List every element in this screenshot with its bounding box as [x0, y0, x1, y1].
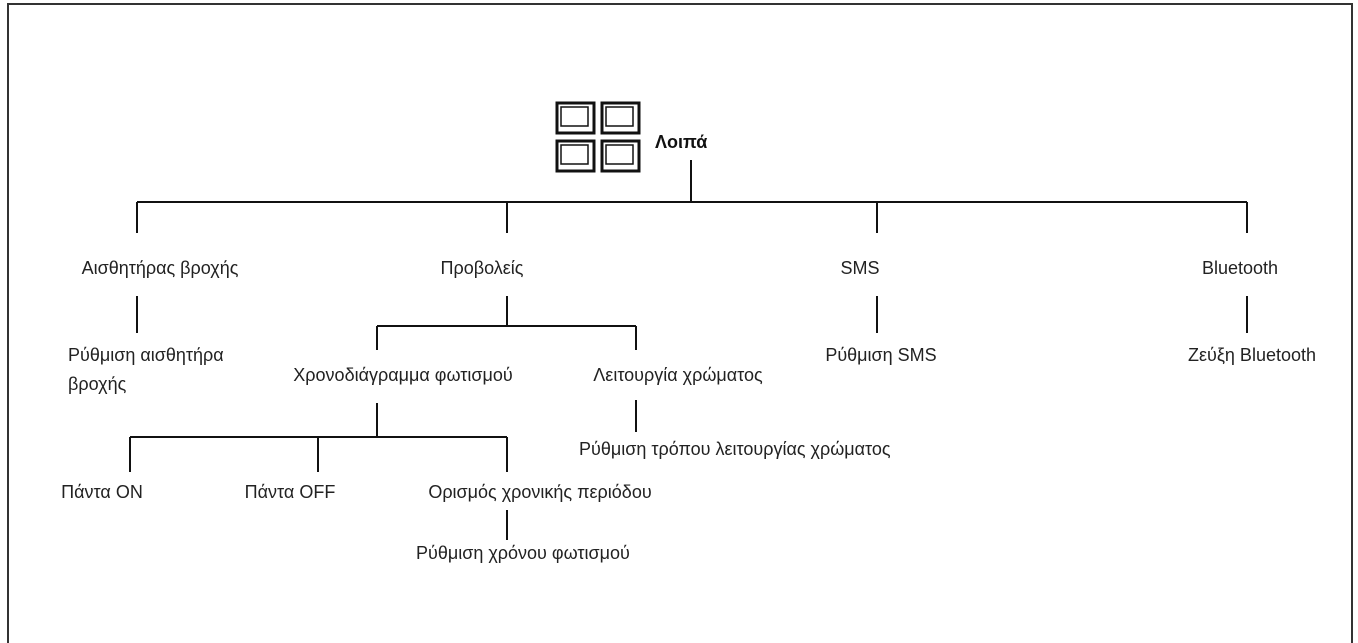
sms-label: SMS — [840, 258, 879, 278]
projectors-label: Προβολείς — [441, 258, 524, 278]
color-mode-label: Λειτουργία χρώματος — [593, 365, 763, 385]
grid-four-squares-icon — [555, 101, 641, 173]
lighting-time-setting-label: Ρύθμιση χρόνου φωτισμού — [416, 543, 630, 563]
always-off-label: Πάντα OFF — [245, 482, 336, 502]
bluetooth-pairing-label: Ζεύξη Bluetooth — [1188, 345, 1316, 365]
always-on-label: Πάντα ON — [61, 482, 143, 502]
root-label: Λοιπά — [655, 132, 707, 152]
icon-square-bottom-left — [555, 139, 596, 173]
diagram-frame — [7, 3, 1353, 643]
time-period-label: Ορισμός χρονικής περιόδου — [428, 482, 651, 502]
sms-setting-label: Ρύθμιση SMS — [825, 345, 936, 365]
icon-square-top-right — [600, 101, 641, 135]
color-mode-setting-label: Ρύθμιση τρόπου λειτουργίας χρώματος — [579, 439, 891, 459]
rain-sensor-setting-label-line2: βροχής — [68, 374, 127, 394]
rain-sensor-setting-label-line1: Ρύθμιση αισθητήρα — [68, 345, 224, 365]
bluetooth-label: Bluetooth — [1202, 258, 1278, 278]
rain-sensor-label: Αισθητήρας βροχής — [82, 258, 239, 278]
icon-square-bottom-right — [600, 139, 641, 173]
icon-square-top-left — [555, 101, 596, 135]
lighting-schedule-label: Χρονοδιάγραμμα φωτισμού — [293, 365, 512, 385]
